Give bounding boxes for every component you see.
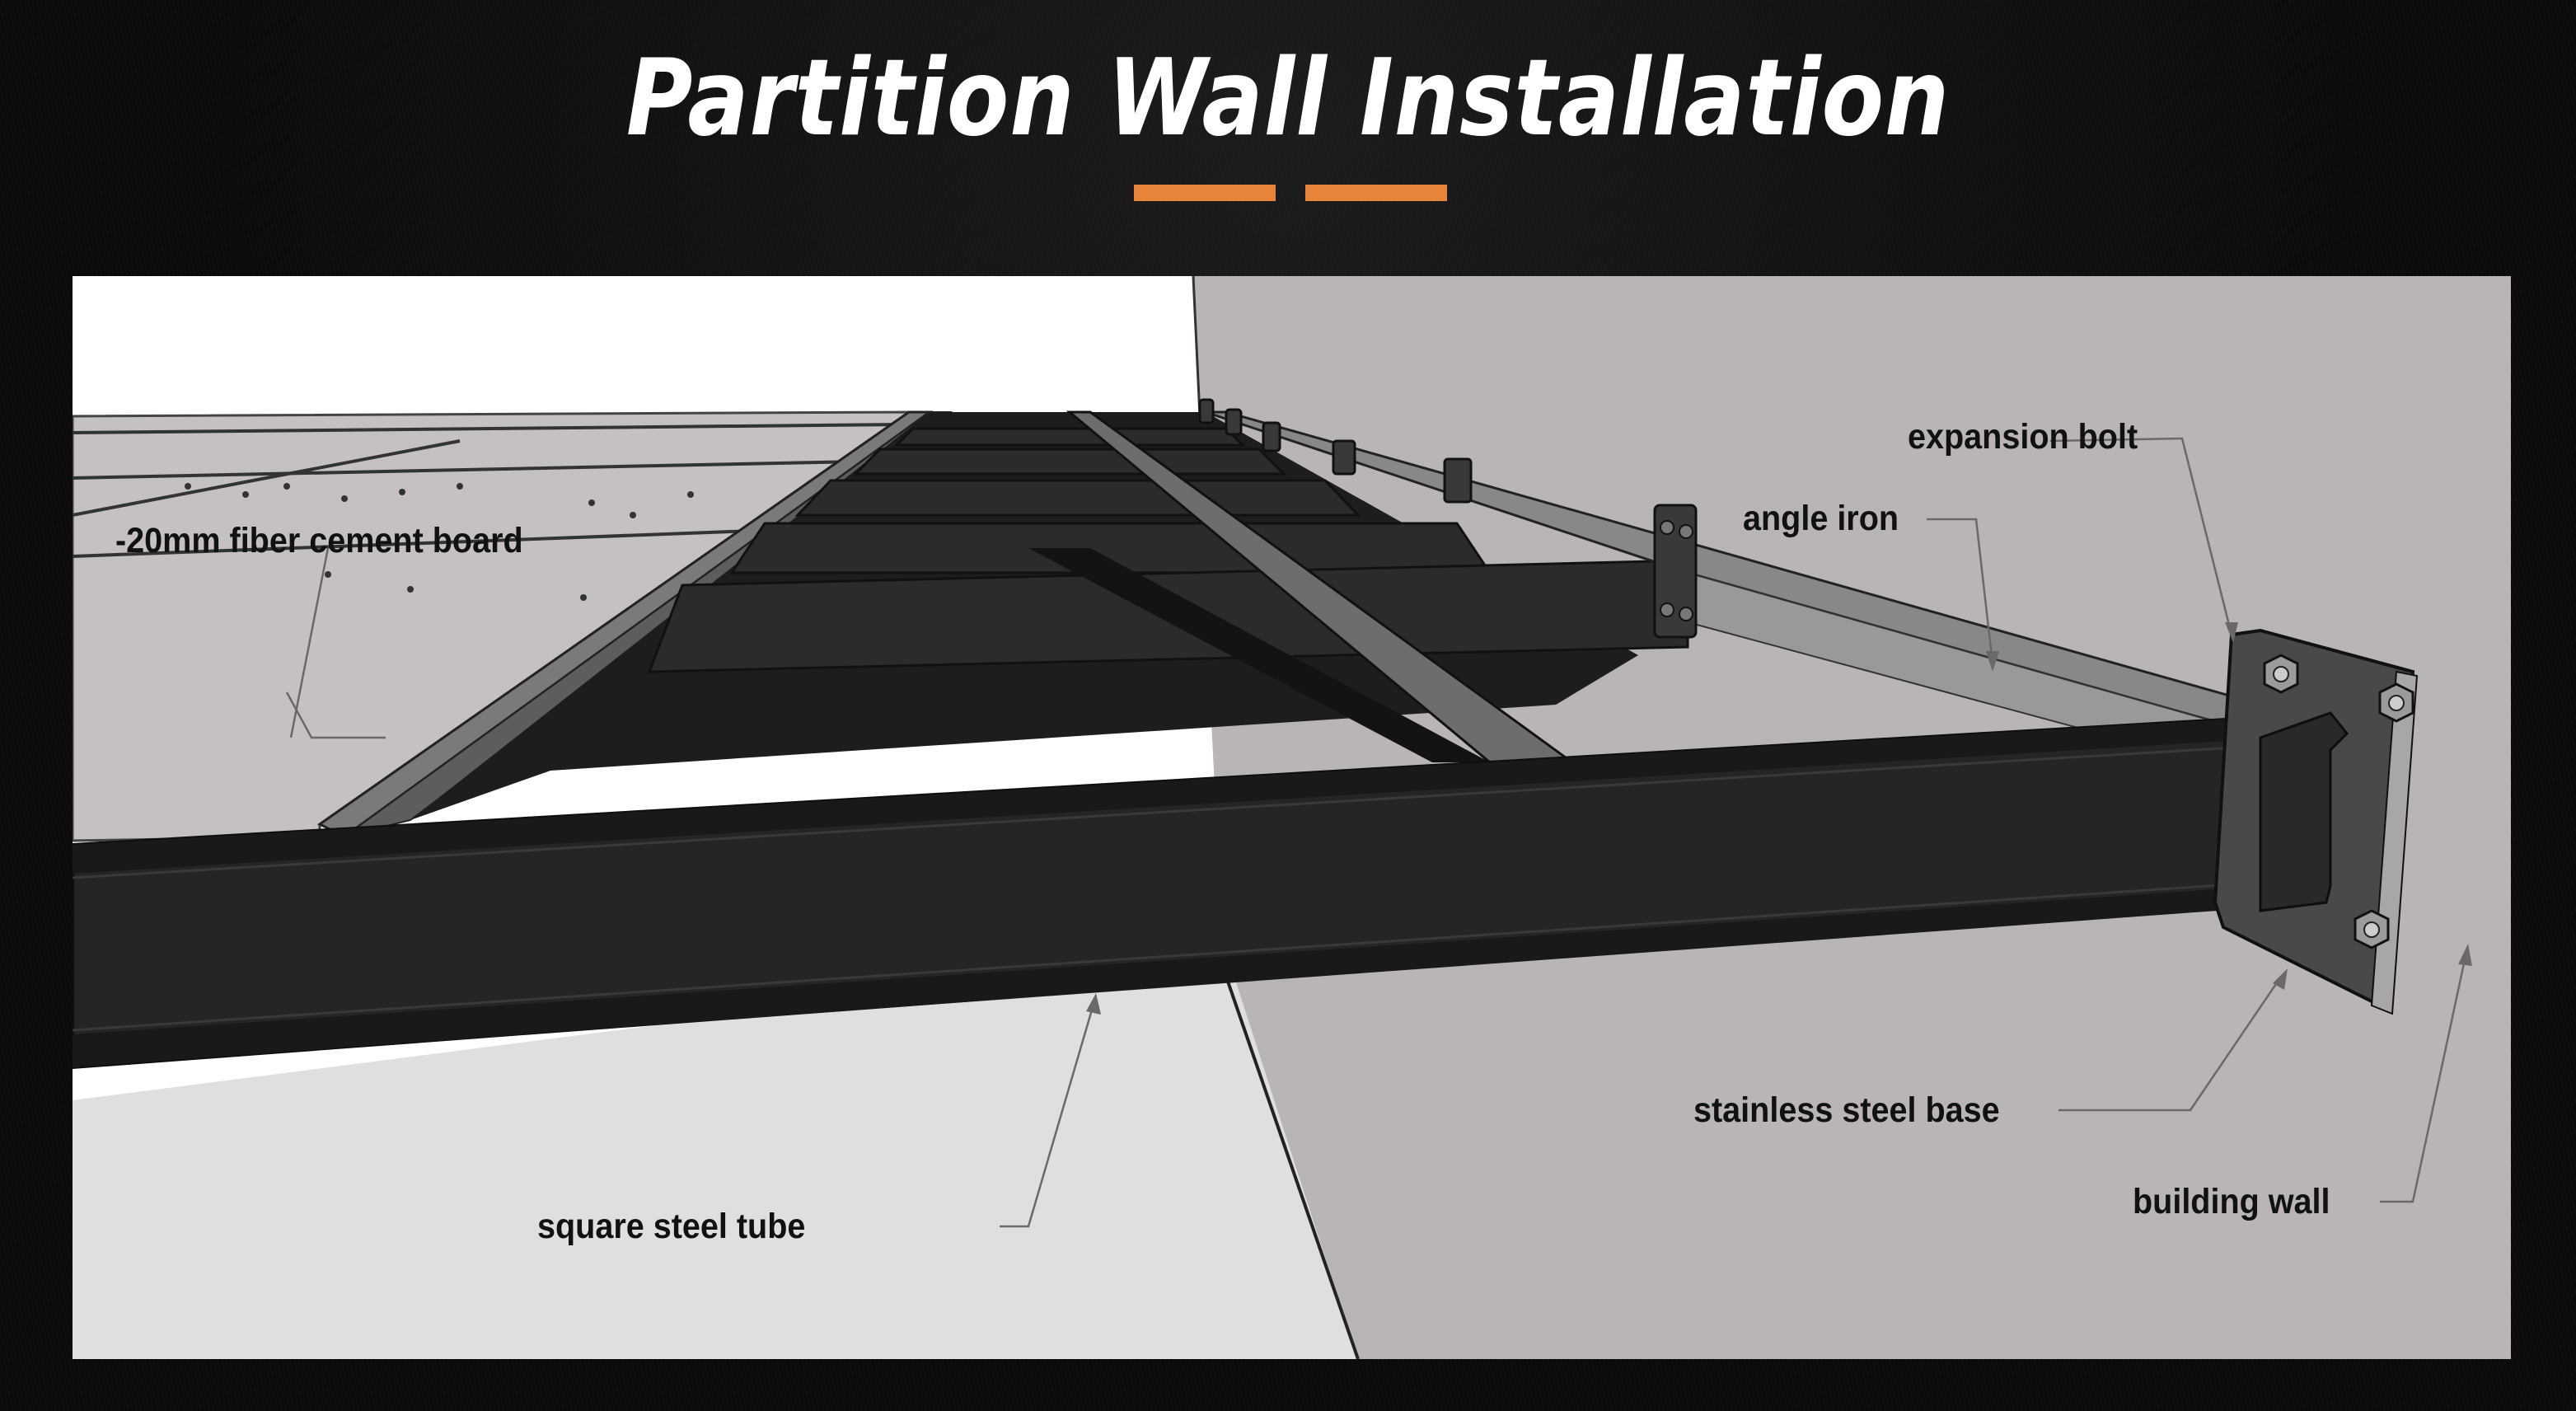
label-expansion-bolt: expansion bolt bbox=[1908, 417, 2138, 457]
steel-frame-illustration bbox=[73, 276, 2511, 1359]
label-square-steel-tube: square steel tube bbox=[537, 1207, 806, 1246]
label-fiber-cement-board: -20mm fiber cement board bbox=[115, 521, 523, 560]
label-building-wall: building wall bbox=[2133, 1182, 2330, 1221]
label-angle-iron: angle iron bbox=[1743, 499, 1899, 538]
base-plate-bolts bbox=[2263, 654, 2414, 949]
page-title: Partition Wall Installation bbox=[625, 37, 1951, 160]
callout-leader-lines bbox=[285, 437, 2468, 1228]
installation-diagram: -20mm fiber cement board expansion bolt … bbox=[73, 276, 2511, 1359]
label-stainless-steel-base: stainless steel base bbox=[1693, 1090, 2000, 1130]
callout-arrowheads bbox=[1086, 622, 2472, 1015]
title-accent-bar-left bbox=[1134, 185, 1276, 201]
title-accent-bar-right bbox=[1305, 185, 1447, 201]
